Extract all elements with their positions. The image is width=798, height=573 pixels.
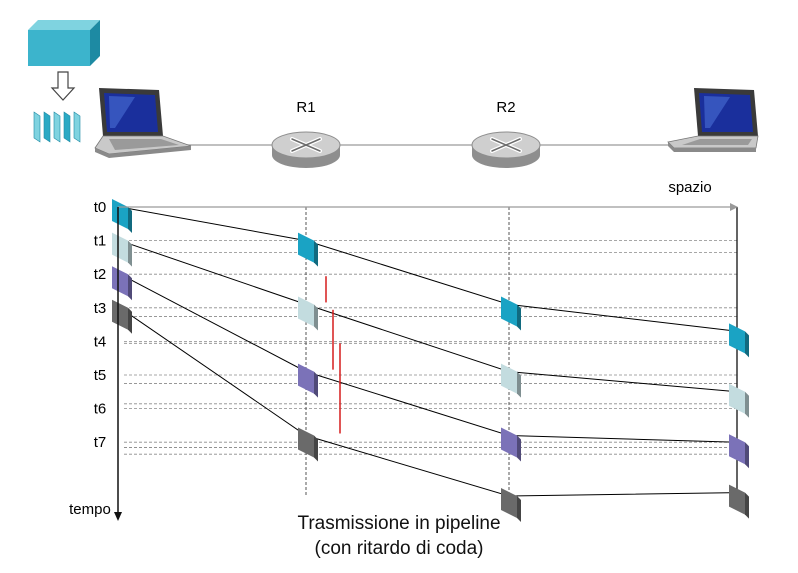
space-axis-arrow <box>730 203 738 211</box>
packet-mark <box>112 232 132 267</box>
packet-mark <box>501 296 521 331</box>
time-label-t2: t2 <box>94 266 107 283</box>
packet-mark <box>501 427 521 462</box>
packet-mark <box>501 363 521 398</box>
packet-stack-icon <box>33 111 81 143</box>
time-axis-arrow <box>114 512 122 521</box>
packet-marks <box>112 199 749 522</box>
packet-mark <box>112 266 132 301</box>
router-icon <box>271 131 341 168</box>
time-label-t3: t3 <box>94 300 107 317</box>
time-label-t5: t5 <box>94 367 107 384</box>
packet-mark <box>729 323 749 358</box>
packet-mark <box>112 299 132 334</box>
packet-mark <box>112 199 132 233</box>
packet-mark <box>501 487 521 522</box>
packet-mark <box>298 363 318 398</box>
packet-mark <box>729 383 749 418</box>
node-timelines <box>305 207 738 500</box>
time-labels: t0 t1 t2 t3 t4 t5 t6 t7 <box>94 199 107 451</box>
packet-mark <box>298 427 318 462</box>
laptop-icon <box>94 88 192 158</box>
caption-line-1: Trasmissione in pipeline <box>297 513 501 534</box>
router-label-r1: R1 <box>296 99 315 116</box>
packet-mark <box>298 232 318 267</box>
packet-mark <box>729 434 749 469</box>
packet-mark <box>729 484 749 519</box>
time-label-t4: t4 <box>94 333 107 350</box>
packet-mark <box>298 296 318 331</box>
packet-flow-line <box>119 206 738 332</box>
time-label-t6: t6 <box>94 401 107 418</box>
router-label-r2: R2 <box>496 99 515 116</box>
caption-line-2: (con ritardo di coda) <box>314 538 484 559</box>
time-axis-label: tempo <box>69 501 111 518</box>
down-arrow-icon <box>50 71 76 101</box>
message-block-icon <box>28 20 100 66</box>
laptop-icon <box>667 88 759 152</box>
queue-delays <box>325 276 341 434</box>
time-label-t7: t7 <box>94 434 107 451</box>
packet-flows <box>119 206 738 497</box>
time-label-t0: t0 <box>94 199 107 216</box>
time-label-t1: t1 <box>94 233 107 250</box>
timing-grid <box>124 240 737 455</box>
packet-flow-line <box>119 240 738 393</box>
router-icon <box>471 131 541 168</box>
space-axis-label: spazio <box>668 179 711 196</box>
packet-flow-line <box>119 273 738 443</box>
packet-flow-line <box>119 307 738 497</box>
